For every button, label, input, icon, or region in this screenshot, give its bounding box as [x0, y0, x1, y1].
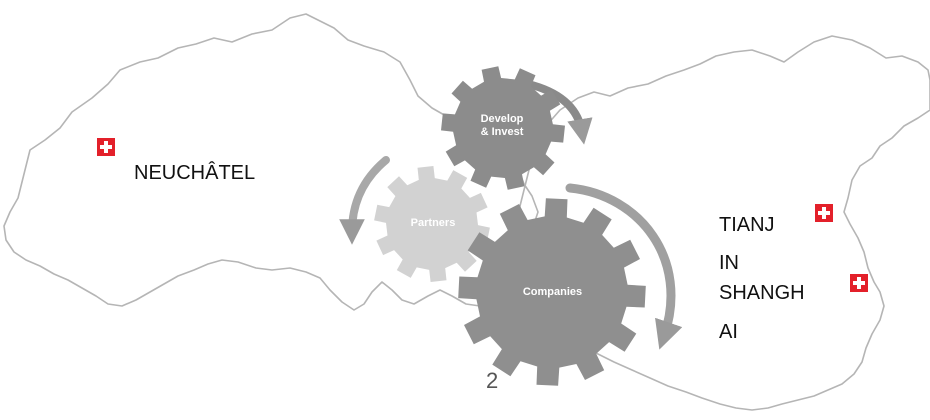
gear-label-develop: Develop & Invest [480, 113, 524, 138]
gear-partners-shape [374, 166, 490, 282]
gear-partners [374, 166, 490, 282]
label-neuchatel: NEUCHÂTEL [134, 162, 256, 184]
gear-companies [458, 198, 646, 386]
arrow-develop-to-right [524, 80, 593, 145]
page-number: 2 [486, 368, 499, 393]
swiss-flag-icon-tianjin [815, 204, 833, 222]
gear-label-partners: Partners [410, 217, 456, 229]
label-shanghai-line2: AI [719, 321, 738, 343]
gear-develop-shape [441, 66, 565, 190]
arrow-partners-left [339, 156, 390, 245]
arrow-companies-around [565, 183, 683, 350]
gear-develop-invest [441, 66, 565, 190]
switzerland-outline [3, 13, 539, 311]
label-shanghai-line1: SHANGH [719, 282, 805, 304]
gear-companies-shape [458, 198, 646, 386]
gear-label-companies: Companies [522, 286, 583, 298]
swiss-flag-icon-shanghai [850, 274, 868, 292]
swiss-flag-icon-neuchatel [97, 138, 115, 156]
label-tianjin-line1: TIANJ [719, 214, 775, 236]
label-tianjin-line2: IN [719, 252, 739, 274]
